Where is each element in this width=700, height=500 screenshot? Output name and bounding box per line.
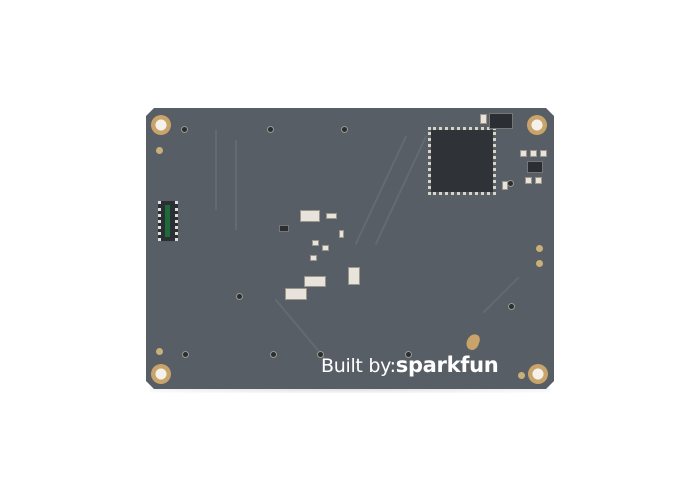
smd-component — [525, 177, 532, 184]
smd-inductor — [348, 267, 360, 285]
via — [270, 351, 277, 358]
smd-component — [339, 230, 344, 238]
via — [317, 351, 324, 358]
connector-insulator — [165, 205, 170, 237]
smd-component — [310, 255, 317, 261]
via — [236, 293, 243, 300]
smd-component — [530, 150, 537, 157]
pad — [518, 372, 525, 379]
smd-diode — [304, 276, 326, 287]
via — [507, 180, 514, 187]
silkscreen-prefix: Built by: — [321, 355, 396, 377]
mounting-hole — [527, 115, 547, 135]
mounting-hole — [151, 115, 171, 135]
smd-component — [279, 225, 289, 232]
regulator-chip — [527, 161, 543, 173]
pcb-trace — [235, 140, 237, 230]
smd-component — [326, 213, 337, 219]
via — [341, 126, 348, 133]
mounting-hole — [528, 364, 548, 384]
pcb-trace — [215, 130, 217, 210]
mounting-hole — [151, 364, 171, 384]
microcontroller-chip — [428, 127, 496, 195]
smd-component — [322, 245, 329, 251]
smd-component — [480, 114, 487, 124]
smd-diode — [285, 288, 307, 300]
via — [181, 126, 188, 133]
via — [267, 126, 274, 133]
via — [405, 351, 412, 358]
smd-component — [312, 240, 319, 246]
pad — [156, 147, 163, 154]
via — [182, 351, 189, 358]
pad — [536, 245, 543, 252]
silkscreen-brand: sparkfun — [395, 353, 499, 377]
smd-diode — [300, 210, 320, 222]
smd-component — [535, 177, 542, 184]
board-shadow — [150, 385, 550, 393]
pad — [536, 260, 543, 267]
pad — [156, 348, 163, 355]
via — [508, 303, 515, 310]
side-connector — [158, 201, 178, 241]
smd-component — [502, 181, 508, 190]
silkscreen-label: Built by:sparkfun — [321, 353, 499, 377]
chip-pins — [428, 127, 496, 195]
smd-component — [540, 150, 547, 157]
crystal-component — [489, 113, 513, 129]
smd-component — [520, 150, 527, 157]
